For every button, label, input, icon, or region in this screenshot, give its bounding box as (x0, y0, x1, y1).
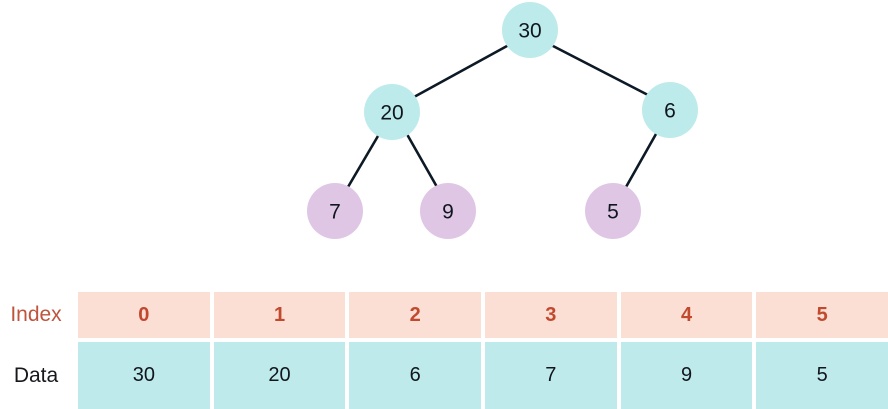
tree-edge (346, 134, 380, 189)
data-cell-0: 30 (78, 342, 210, 409)
data-cell-5: 5 (756, 342, 888, 409)
data-cell-4: 9 (620, 342, 753, 409)
tree-node-circle (585, 183, 641, 239)
index-row-label: Index (10, 303, 62, 326)
tree-edge (406, 134, 439, 189)
tree-node-group: 30 20 6 7 9 5 (307, 2, 698, 239)
tree-node-circle (642, 82, 698, 138)
tree-node: 5 (585, 183, 641, 239)
data-row-label: Data (13, 363, 59, 387)
tree-node-circle (502, 2, 558, 58)
tree-node-circle (364, 84, 420, 140)
index-cell-2: 2 (349, 292, 482, 338)
tree-node: 20 (364, 84, 420, 140)
index-cell-3: 3 (485, 292, 617, 338)
tree-node: 6 (642, 82, 698, 138)
tree-edge (551, 44, 650, 97)
tree-edge (624, 132, 658, 189)
tree-node: 7 (307, 183, 363, 239)
data-cell-2: 6 (349, 342, 482, 409)
tree-node-label: 7 (329, 201, 341, 224)
index-cell-0: 0 (78, 292, 210, 338)
tree-node-label: 20 (380, 102, 403, 125)
tree-node-label: 5 (607, 201, 619, 224)
tree-node-label: 6 (664, 100, 676, 123)
tree-node-circle (420, 183, 476, 239)
index-cell-4: 4 (620, 292, 753, 338)
tree-canvas: 30 20 6 7 9 5 (307, 2, 698, 239)
tree-node-label: 30 (518, 20, 541, 43)
tree-node-circle (307, 183, 363, 239)
data-cell-3: 7 (485, 342, 617, 409)
index-cell-5: 5 (756, 292, 888, 338)
tree-node-label: 9 (442, 201, 454, 224)
tree-edge-group (346, 44, 658, 189)
index-cell-1: 1 (213, 292, 346, 338)
tree-node: 9 (420, 183, 476, 239)
tree-edge (412, 44, 509, 99)
tree-node: 30 (502, 2, 558, 58)
data-cell-1: 20 (213, 342, 346, 409)
binary-tree-diagram: 30 20 6 7 9 5 (307, 2, 698, 239)
